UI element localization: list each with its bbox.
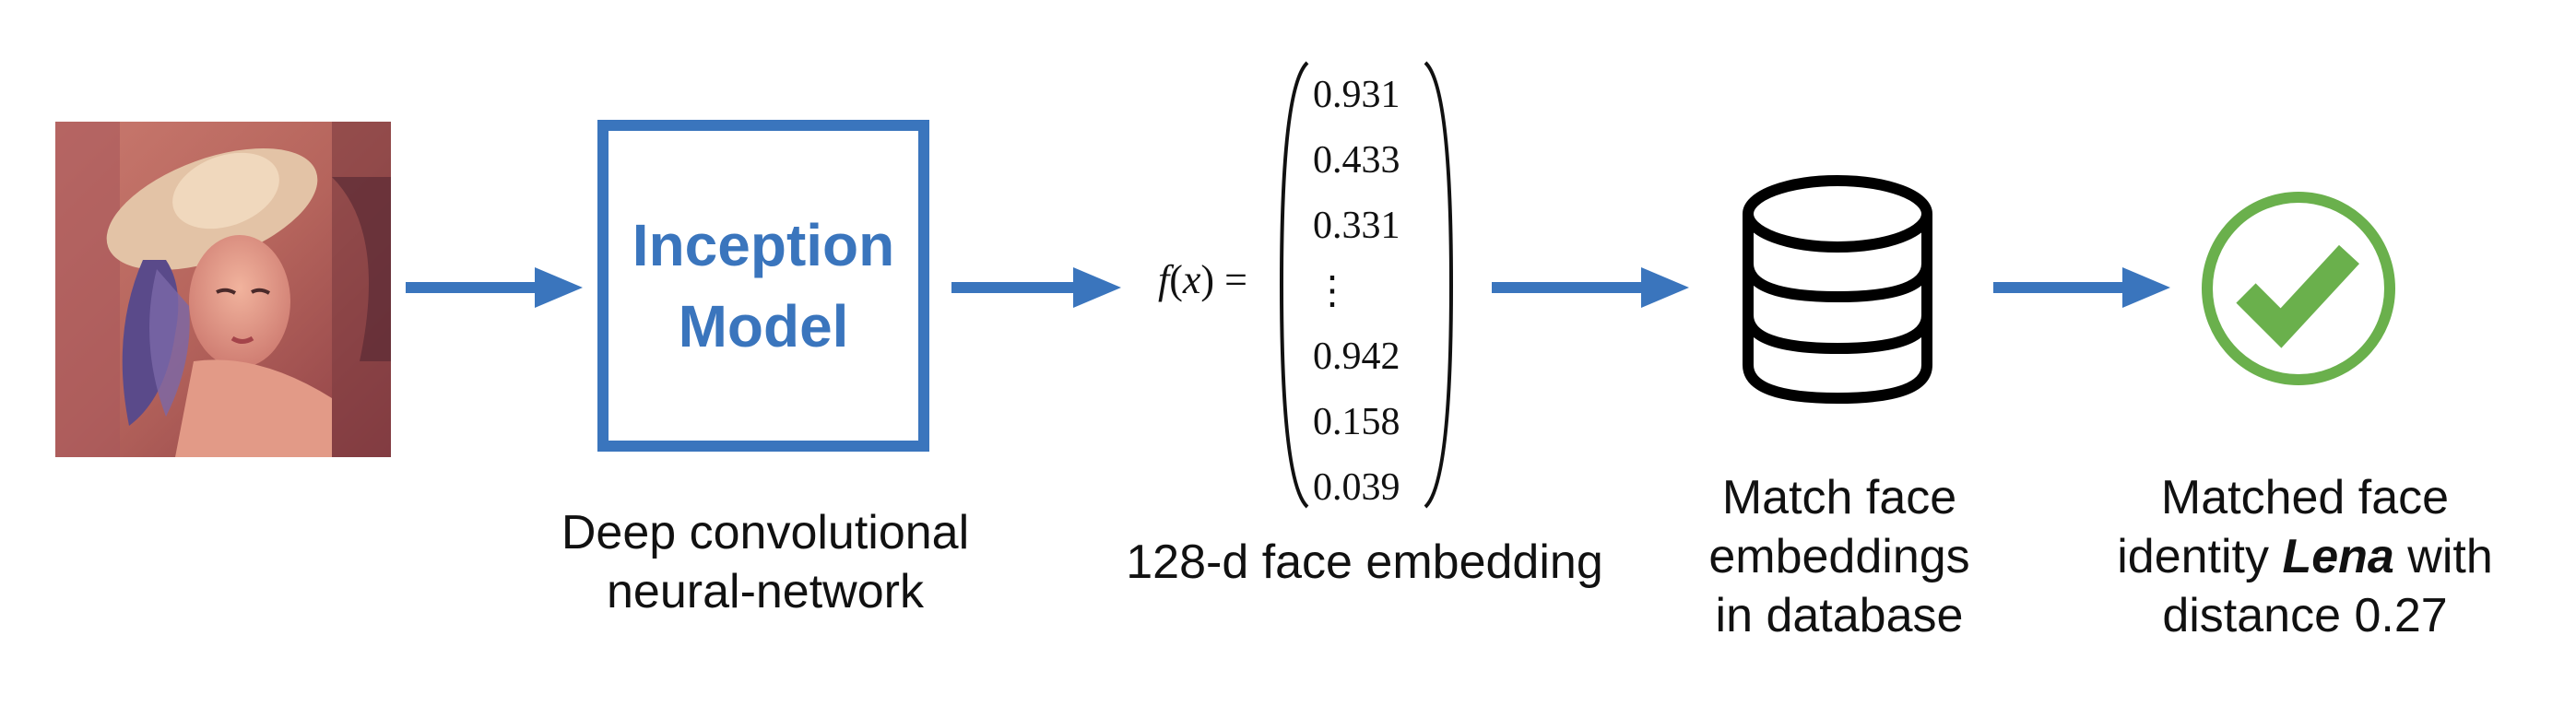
vector-value: 0.931	[1313, 74, 1400, 116]
checkmark-circle-icon	[2202, 192, 2395, 385]
arrow-model-to-embedding	[951, 267, 1121, 308]
vector-value: 0.158	[1313, 401, 1400, 443]
model-caption-line1: Deep convolutional	[561, 506, 970, 559]
database-caption-line2: embeddings	[1708, 530, 1970, 583]
model-title: Inception Model	[632, 205, 894, 367]
vector-value: 0.331	[1313, 205, 1400, 247]
vector-value: 0.039	[1313, 466, 1400, 509]
matched-identity-name: Lena	[2282, 530, 2394, 583]
database-caption: Match face embeddings in database	[1660, 468, 2019, 645]
inception-model-box: Inception Model	[597, 120, 929, 452]
vector-value: 0.433	[1313, 139, 1400, 182]
arrow-embedding-to-database	[1492, 267, 1689, 308]
result-caption-line3: distance 0.27	[2162, 589, 2448, 642]
vector-value: 0.942	[1313, 335, 1400, 378]
vector-ellipsis: ⋮	[1313, 270, 1352, 312]
vector-right-paren	[1424, 61, 1454, 509]
arrow-database-to-result	[1993, 267, 2170, 308]
vector-left-paren	[1279, 61, 1309, 509]
model-caption: Deep convolutional neural-network	[516, 503, 1014, 621]
embedding-function-label: f(x) =	[1158, 257, 1247, 302]
arrow-photo-to-model	[406, 267, 583, 308]
database-caption-line1: Match face	[1721, 471, 1957, 524]
model-caption-line2: neural-network	[607, 565, 924, 618]
embedding-vector: 0.931 0.433 0.331 ⋮ 0.942 0.158 0.039	[1313, 63, 1424, 521]
result-caption-suffix: with	[2393, 530, 2493, 583]
model-title-line2: Model	[678, 293, 849, 359]
result-caption-line2: identity Lena with	[2065, 527, 2545, 586]
model-title-line1: Inception	[632, 212, 895, 278]
result-caption-line1: Matched face	[2160, 471, 2450, 524]
result-caption-prefix: identity	[2117, 530, 2283, 583]
result-caption: Matched face identity Lena with distance…	[2065, 468, 2545, 645]
embedding-caption: 128-d face embedding	[1126, 535, 1603, 589]
database-caption-line3: in database	[1715, 589, 1964, 642]
database-icon	[1743, 175, 1932, 405]
input-face-photo	[55, 122, 391, 457]
